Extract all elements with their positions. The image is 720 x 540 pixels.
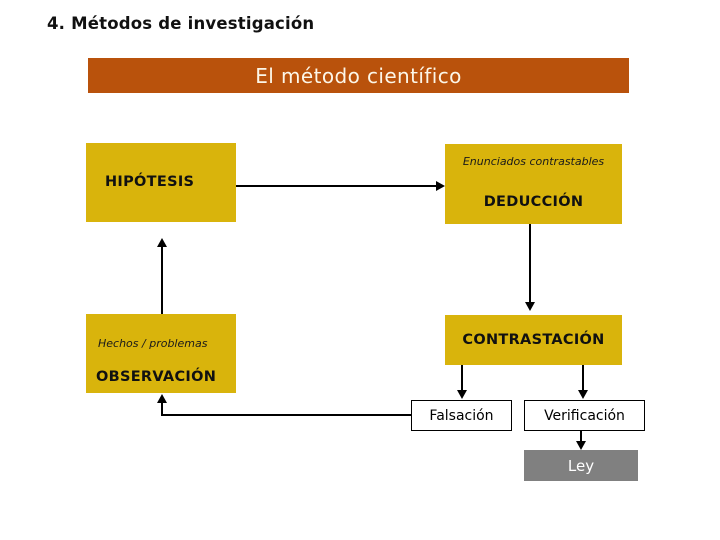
node-falsacion-label: Falsación (429, 407, 494, 424)
edge-falsacion-observacion-arrow (157, 394, 167, 403)
edge-hipotesis-deduccion-arrow (436, 181, 445, 191)
node-ley[interactable]: Ley (524, 450, 638, 481)
edge-observacion-hipotesis-arrow (157, 238, 167, 247)
node-verificacion[interactable]: Verificación (524, 400, 645, 431)
node-observacion-caption: Hechos / problemas (98, 337, 208, 350)
edge-falsacion-observacion-vline (161, 402, 163, 415)
node-falsacion[interactable]: Falsación (411, 400, 512, 431)
edge-verificacion-ley-arrow (576, 441, 586, 450)
edge-verificacion-ley-line (580, 431, 582, 443)
edge-observacion-hipotesis-line (161, 246, 163, 314)
node-hipotesis-label: HIPÓTESIS (105, 174, 195, 190)
edge-contrastacion-falsacion-line (461, 365, 463, 392)
node-deduccion-label: DEDUCCIÓN (483, 194, 584, 210)
title-banner-text: El método científico (255, 63, 462, 88)
edge-hipotesis-deduccion-line (236, 185, 438, 187)
node-contrastacion-label: CONTRASTACIÓN (462, 332, 605, 348)
edge-deduccion-contrastacion-arrow (525, 302, 535, 311)
edge-deduccion-contrastacion-line (529, 224, 531, 303)
edge-contrastacion-verificacion-arrow (578, 390, 588, 399)
edge-contrastacion-falsacion-arrow (457, 390, 467, 399)
node-hipotesis[interactable]: HIPÓTESIS (86, 143, 236, 222)
node-observacion[interactable]: Hechos / problemas OBSERVACIÓN (86, 314, 236, 393)
node-ley-label: Ley (567, 456, 595, 475)
edge-contrastacion-verificacion-line (582, 365, 584, 392)
node-verificacion-label: Verificación (544, 407, 625, 424)
title-banner: El método científico (88, 58, 629, 93)
node-deduccion-caption: Enunciados contrastables (462, 155, 605, 168)
node-observacion-label: OBSERVACIÓN (96, 369, 217, 385)
edge-falsacion-observacion-hline (161, 414, 412, 416)
node-contrastacion[interactable]: CONTRASTACIÓN (445, 315, 622, 365)
page-title: 4. Métodos de investigación (47, 14, 315, 33)
node-deduccion[interactable]: Enunciados contrastables DEDUCCIÓN (445, 144, 622, 224)
